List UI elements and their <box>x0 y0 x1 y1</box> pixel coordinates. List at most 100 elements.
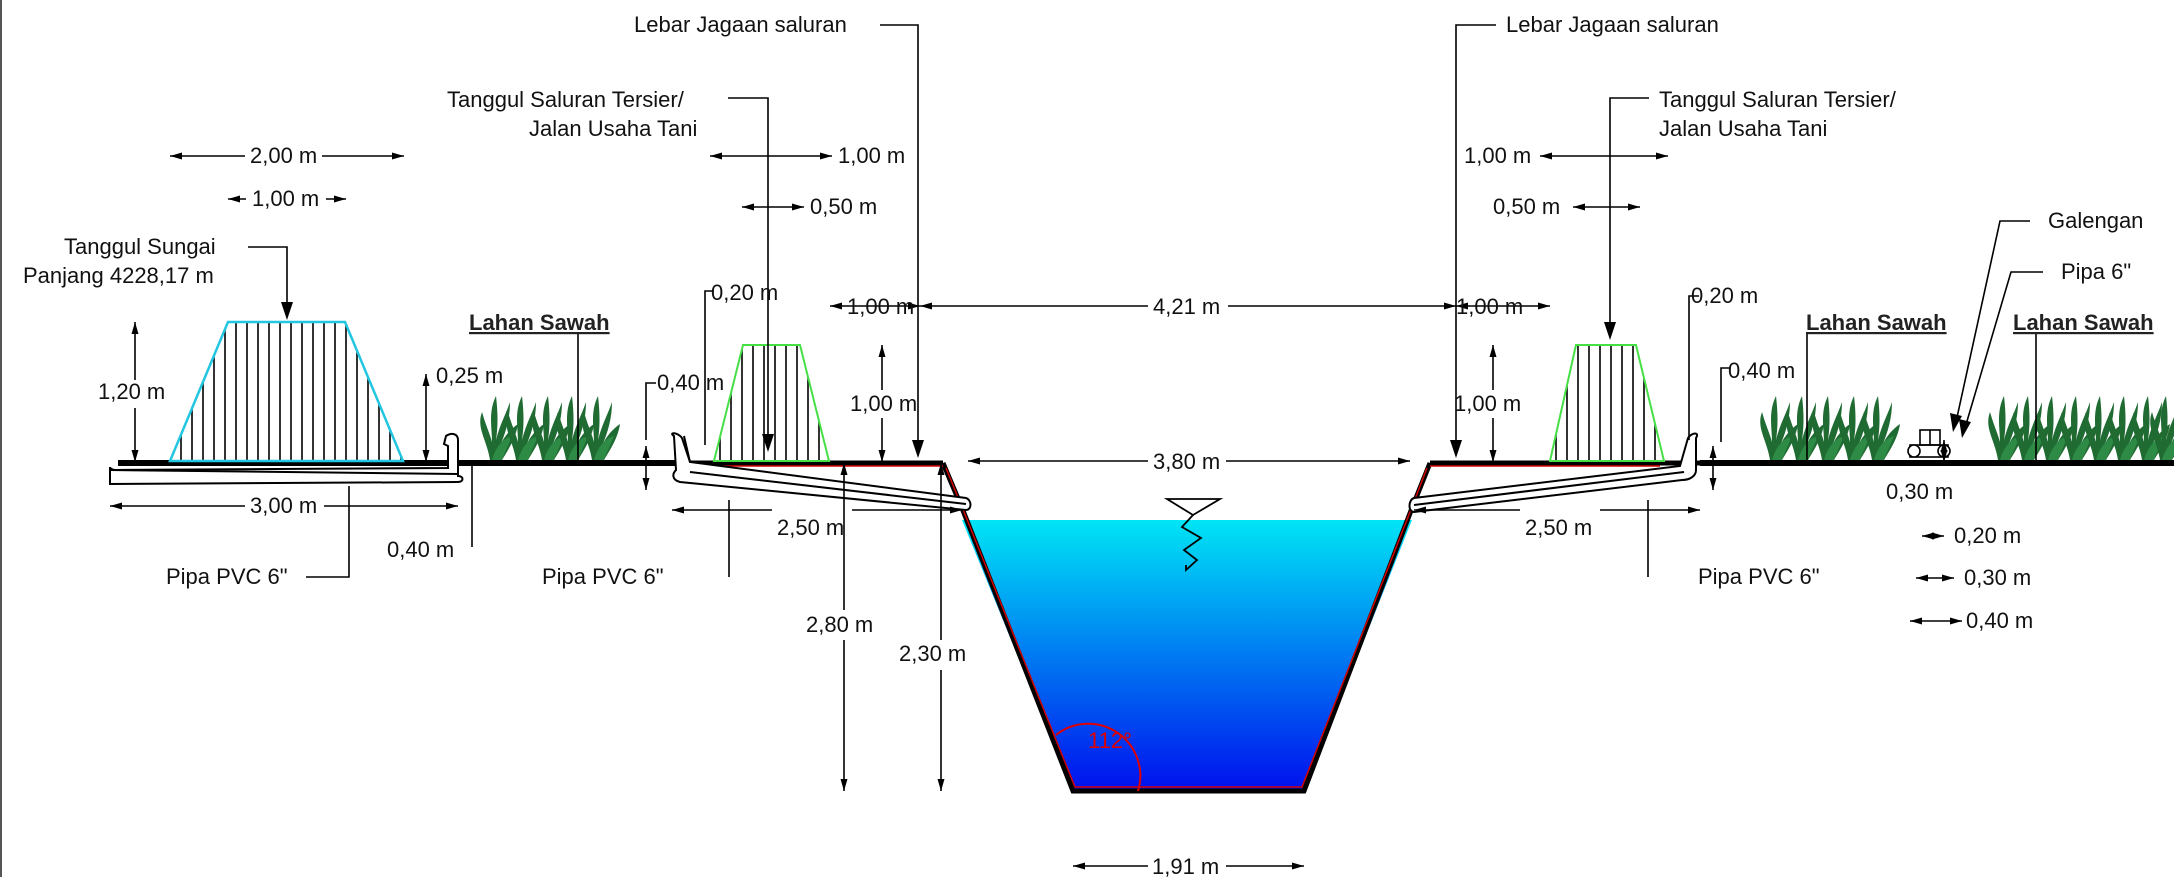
dimension-arrowhead <box>742 203 754 211</box>
grass-sawah-left <box>480 396 620 460</box>
dimension-arrowhead <box>228 195 240 203</box>
dim-jagaan-l: 1,00 m <box>847 294 914 319</box>
dimension-arrowhead <box>968 457 980 465</box>
dimension-arrowhead <box>446 502 458 510</box>
dimension-arrowhead <box>1414 506 1426 514</box>
dimension-arrowhead <box>878 450 886 462</box>
dimension-arrowhead <box>131 450 139 462</box>
channel-water <box>962 520 1412 791</box>
dim-pipe-drop-left: 0,25 m <box>436 363 503 388</box>
label-lahan-sawah-left: Lahan Sawah <box>469 310 610 335</box>
dimension-arrowhead <box>950 506 962 514</box>
leader-lines <box>248 24 2043 578</box>
dim-jagaan-r: 1,00 m <box>1456 294 1523 319</box>
label-galengan: Galengan <box>2048 208 2143 233</box>
dimension-arrowhead <box>422 374 430 386</box>
dimension-arrowhead <box>1573 203 1585 211</box>
dim-depth-water: 2,30 m <box>899 641 966 666</box>
dim-pipe-depth-left: 0,40 m <box>387 537 454 562</box>
label-tanggul-sungai-1: Tanggul Sungai <box>64 234 216 259</box>
dimension-arrowhead <box>131 322 139 334</box>
label-lebar-jagaan-right: Lebar Jagaan saluran <box>1506 12 1719 37</box>
dim-tanggul-l-half: 0,50 m <box>810 194 877 219</box>
dimension-arrowhead <box>1292 862 1304 870</box>
dimension-arrowhead <box>1628 203 1640 211</box>
dimension-arrowhead <box>830 302 842 310</box>
water-level-symbol <box>1163 498 1224 573</box>
label-tanggul-tersier-right-2: Jalan Usaha Tani <box>1659 116 1827 141</box>
label-pipa-pvc-1: Pipa PVC 6" <box>166 564 288 589</box>
dimension-arrowhead <box>1942 574 1954 582</box>
dimension-arrowhead <box>908 302 920 310</box>
dimension-arrowhead <box>792 203 804 211</box>
dim-tanggul-r-top: 1,00 m <box>1464 143 1531 168</box>
label-tanggul-tersier-right-1: Tanggul Saluran Tersier/ <box>1659 87 1897 112</box>
pipe-left-sungai <box>109 432 464 486</box>
dim-pipe-r-len: 2,50 m <box>1525 515 1592 540</box>
dim-tanggul-r-height: 1,00 m <box>1454 391 1521 416</box>
dimension-arrowhead <box>1540 152 1552 160</box>
dimension-arrowhead <box>642 478 650 490</box>
label-pipa-pvc-2: Pipa PVC 6" <box>542 564 664 589</box>
dim-galengan-h: 0,30 m <box>1886 479 1953 504</box>
dim-channel-mid: 3,80 m <box>1153 449 1220 474</box>
dim-tanggul-l-pipe: 0,40 m <box>657 370 724 395</box>
dimension-arrowhead <box>334 195 346 203</box>
grass-sawah-right-1 <box>1760 396 1900 460</box>
label-tanggul-tersier-left-2: Jalan Usaha Tani <box>529 116 697 141</box>
dimension-arrowhead <box>1910 617 1922 625</box>
angle-label: 112° <box>1088 728 1132 753</box>
dim-tanggul-l-height: 1,00 m <box>850 391 917 416</box>
dimension-arrowhead <box>820 152 832 160</box>
angle-arc <box>1055 722 1142 792</box>
grass-sawah-right-2 <box>1988 396 2174 460</box>
dimension-arrowhead <box>1940 440 1948 452</box>
dim-tanggul-l-crest: 0,20 m <box>711 280 778 305</box>
dimension-arrowhead <box>1073 862 1085 870</box>
dimension-arrowhead <box>1489 450 1497 462</box>
dim-galengan-b: 0,30 m <box>1964 565 2031 590</box>
dimension-arrowhead <box>1688 506 1700 514</box>
label-pipa-pvc-3: Pipa PVC 6" <box>1698 564 1820 589</box>
dimension-arrowhead <box>920 302 932 310</box>
dim-tanggul-l-top: 1,00 m <box>838 143 905 168</box>
dimension-arrowhead <box>1489 345 1497 357</box>
dimension-arrowhead <box>1709 478 1717 490</box>
dim-bottom: 1,91 m <box>1152 854 1219 877</box>
dimension-arrowhead <box>392 152 404 160</box>
dimension-lines <box>110 152 1962 870</box>
dimension-arrowhead <box>1950 617 1962 625</box>
dimension-arrowhead <box>1538 302 1550 310</box>
dimension-arrowhead <box>710 152 722 160</box>
dim-channel-top: 4,21 m <box>1153 294 1220 319</box>
dimension-arrowhead <box>937 779 945 791</box>
dimension-arrowhead <box>170 152 182 160</box>
label-lebar-jagaan-left: Lebar Jagaan saluran <box>634 12 847 37</box>
dim-tanggul-r-pipe: 0,40 m <box>1728 358 1795 383</box>
dim-sungai-height: 1,20 m <box>98 379 165 404</box>
dimension-arrowhead <box>1922 532 1934 540</box>
pipe-left-channel <box>671 432 972 512</box>
dim-depth-total: 2,80 m <box>806 612 873 637</box>
galengan-structure <box>1907 429 1951 458</box>
dimension-arrowhead <box>1398 457 1410 465</box>
dimension-arrowhead <box>1916 574 1928 582</box>
dimension-arrowhead <box>1709 446 1717 458</box>
dim-sungai-top-inner: 1,00 m <box>252 186 319 211</box>
label-tanggul-sungai-2: Panjang 4228,17 m <box>23 263 214 288</box>
dimension-texts: 2,00 m 1,00 m 1,20 m 3,00 m 0,25 m 0,40 … <box>98 143 2033 877</box>
dim-galengan-a: 0,20 m <box>1954 523 2021 548</box>
dimension-arrowhead <box>840 463 848 475</box>
tanggul-tersier-right <box>1548 344 1666 462</box>
dimension-arrowhead <box>878 345 886 357</box>
ground-lines <box>118 460 2174 467</box>
dimension-arrowhead <box>110 502 122 510</box>
dimension-arrowhead <box>1444 302 1456 310</box>
tanggul-tersier-left <box>712 344 831 462</box>
dim-pipe-l-len: 2,50 m <box>777 515 844 540</box>
dimension-arrowhead <box>672 506 684 514</box>
label-lahan-sawah-right-2: Lahan Sawah <box>2013 310 2154 335</box>
dim-sungai-base: 3,00 m <box>250 493 317 518</box>
dimension-arrowhead <box>1940 450 1948 462</box>
